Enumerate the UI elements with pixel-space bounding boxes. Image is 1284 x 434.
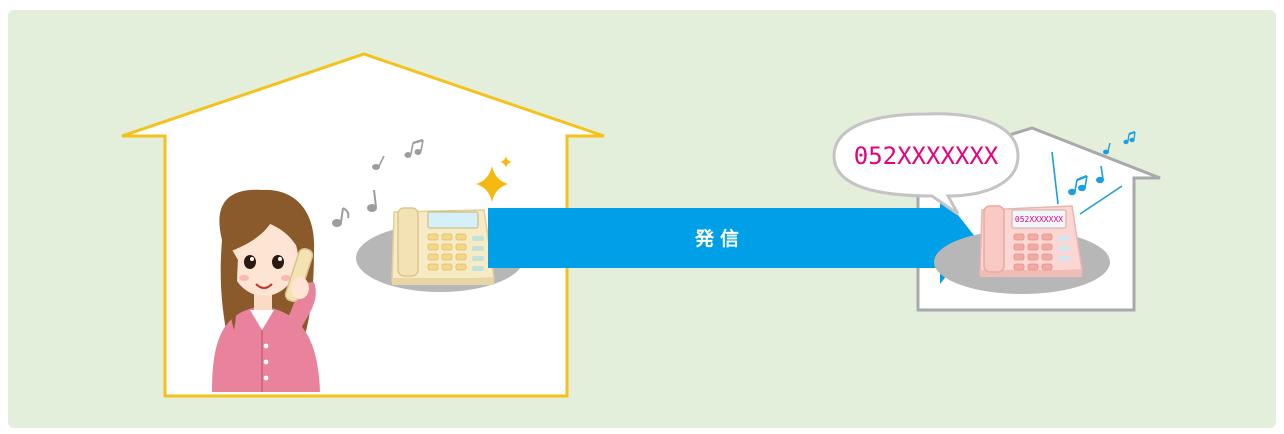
pink-desk-phone-icon: 052XXXXXXX [934, 205, 1110, 294]
music-note-icon [332, 138, 424, 227]
arrow-label: 発信 [694, 227, 745, 250]
phone-display-number: 052XXXXXXX [1015, 215, 1063, 224]
woman-caller-icon [212, 189, 320, 392]
sparkle-icon [476, 156, 512, 202]
ringing-lines [1051, 151, 1123, 215]
beige-desk-phone-icon [356, 207, 524, 292]
music-note-icon [1068, 131, 1136, 196]
call-arrow: 発信 [488, 192, 976, 284]
bubble-number: 052XXXXXXX [854, 142, 999, 170]
number-speech-bubble: 052XXXXXXX [832, 112, 1020, 216]
